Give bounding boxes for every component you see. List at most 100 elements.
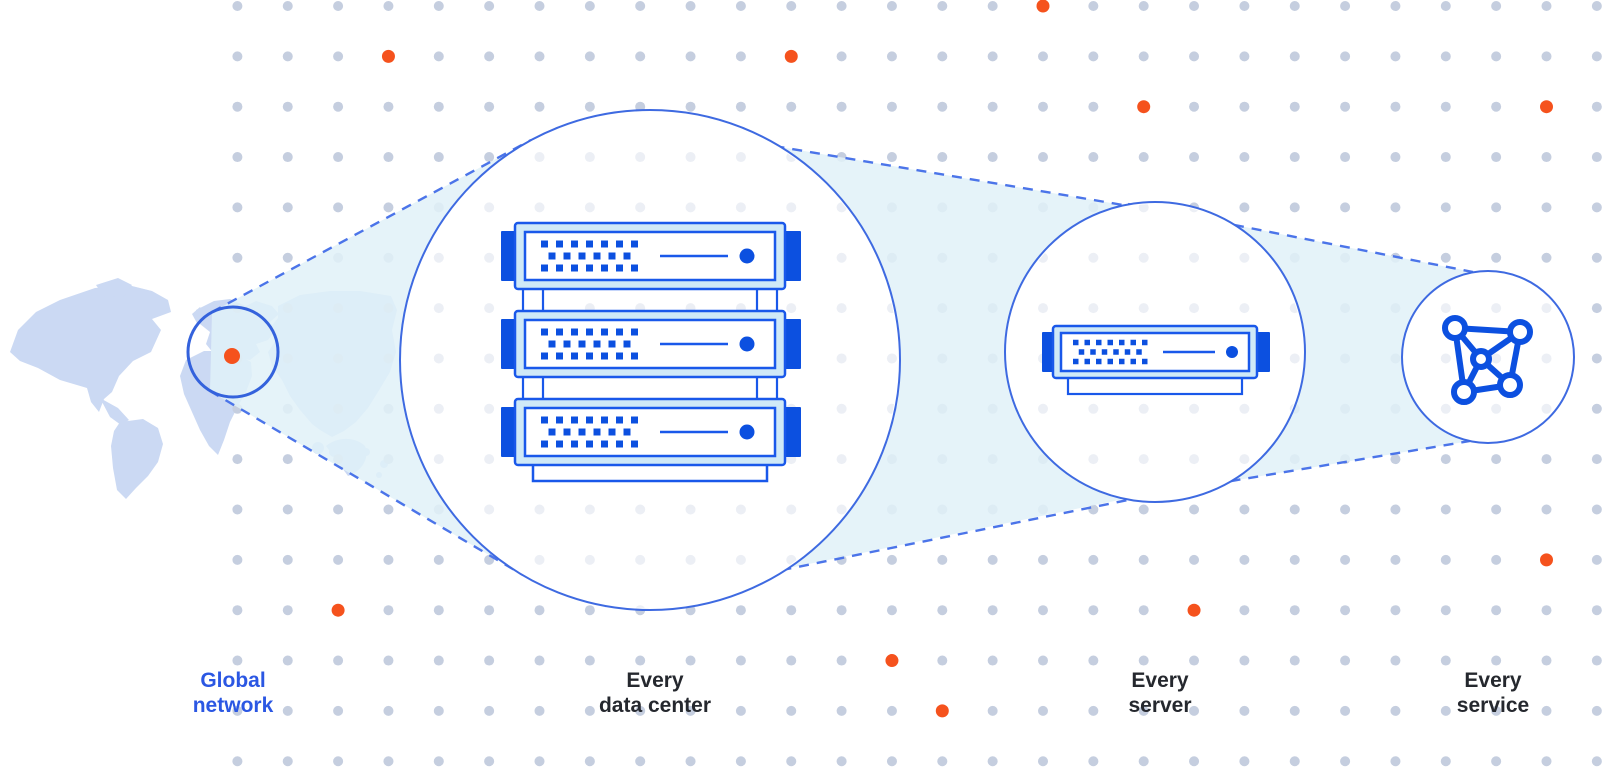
grid-dot bbox=[1440, 655, 1451, 666]
rack-vent-dot bbox=[586, 264, 593, 272]
grid-dot bbox=[1491, 152, 1502, 163]
grid-dot bbox=[282, 554, 293, 565]
grid-dot bbox=[786, 605, 797, 616]
grid-dot bbox=[1491, 353, 1502, 364]
grid-dot bbox=[836, 303, 847, 314]
grid-dot bbox=[987, 1, 998, 11]
grid-dot bbox=[1491, 655, 1502, 666]
rack-vent-dot bbox=[601, 240, 608, 248]
grid-dot bbox=[937, 152, 948, 163]
grid-dot bbox=[1138, 504, 1149, 515]
grid-dot bbox=[937, 605, 948, 616]
grid-dot bbox=[685, 101, 696, 112]
grid-dot bbox=[1189, 554, 1200, 565]
grid-dot bbox=[333, 504, 344, 515]
rack-vent-dot bbox=[1096, 339, 1102, 346]
grid-dot bbox=[1491, 303, 1502, 314]
grid-dot bbox=[735, 202, 746, 213]
grid-dot bbox=[635, 756, 646, 767]
rack-side-tab bbox=[783, 319, 801, 369]
grid-dot bbox=[1138, 605, 1149, 616]
grid-dot bbox=[1289, 101, 1300, 112]
grid-dot bbox=[886, 101, 897, 112]
grid-dot bbox=[1440, 353, 1451, 364]
grid-dot bbox=[1239, 303, 1250, 314]
grid-dot bbox=[534, 504, 545, 515]
grid-dot bbox=[1390, 605, 1401, 616]
grid-dot bbox=[484, 252, 495, 263]
grid-dot bbox=[937, 554, 948, 565]
rack-vent-dot bbox=[631, 264, 638, 272]
grid-dot bbox=[1340, 101, 1351, 112]
rack-vent-dot bbox=[571, 352, 578, 360]
rack-vent-dot bbox=[586, 328, 593, 336]
grid-dot bbox=[1440, 504, 1451, 515]
grid-dot bbox=[1591, 605, 1602, 616]
label-line: data center bbox=[598, 694, 712, 717]
grid-dot bbox=[1289, 655, 1300, 666]
grid-dot bbox=[1189, 756, 1200, 767]
rack-vent-dot bbox=[578, 252, 586, 260]
rack-vent-dot bbox=[601, 264, 608, 272]
grid-dot bbox=[1591, 1, 1602, 11]
grid-dot bbox=[584, 152, 595, 163]
grid-dot bbox=[1390, 756, 1401, 767]
grid-dot bbox=[484, 605, 495, 616]
grid-dot bbox=[1440, 705, 1451, 716]
rack-vent-dot bbox=[556, 264, 563, 272]
rack-vent-dot bbox=[556, 440, 563, 448]
grid-dot bbox=[635, 202, 646, 213]
accent-orange-dot bbox=[935, 704, 949, 718]
grid-dot bbox=[735, 504, 746, 515]
grid-dot bbox=[1541, 504, 1552, 515]
grid-dot bbox=[484, 353, 495, 364]
rack-vent-dot bbox=[541, 240, 548, 248]
grid-dot bbox=[1189, 303, 1200, 314]
grid-dot bbox=[534, 655, 545, 666]
grid-dot bbox=[685, 756, 696, 767]
label-every-service: Every service bbox=[1373, 668, 1613, 718]
grid-dot bbox=[232, 605, 243, 616]
rack-vent-dot bbox=[571, 264, 578, 272]
grid-dot bbox=[735, 655, 746, 666]
grid-dot bbox=[1340, 51, 1351, 62]
grid-dot bbox=[1440, 554, 1451, 565]
globe-highlight bbox=[186, 305, 280, 399]
grid-dot bbox=[1491, 756, 1502, 767]
rack-vent-dot bbox=[586, 352, 593, 360]
grid-dot bbox=[383, 554, 394, 565]
grid-dot bbox=[1138, 756, 1149, 767]
rack-vent-dot bbox=[623, 428, 631, 436]
rack-vent-dot bbox=[1130, 339, 1136, 346]
grid-dot bbox=[1340, 756, 1351, 767]
accent-orange-dot bbox=[331, 603, 345, 617]
grid-dot bbox=[282, 152, 293, 163]
grid-dot bbox=[836, 454, 847, 465]
rack-vent-dot bbox=[1107, 339, 1113, 346]
grid-dot bbox=[1340, 202, 1351, 213]
grid-dot bbox=[987, 152, 998, 163]
grid-dot bbox=[1239, 756, 1250, 767]
label-every-server: Every server bbox=[1040, 668, 1280, 718]
accent-orange-dot bbox=[784, 49, 798, 63]
grid-dot bbox=[685, 202, 696, 213]
rack-vent-dot bbox=[563, 428, 571, 436]
grid-dot bbox=[1440, 454, 1451, 465]
grid-dot bbox=[333, 202, 344, 213]
grid-dot bbox=[786, 202, 797, 213]
accent-orange-dot bbox=[1137, 100, 1151, 114]
grid-dot bbox=[232, 454, 243, 465]
grid-dot bbox=[1491, 51, 1502, 62]
rack-vent-dot bbox=[1124, 349, 1131, 355]
grid-dot bbox=[232, 1, 243, 11]
grid-dot bbox=[1541, 252, 1552, 263]
grid-dot bbox=[433, 655, 444, 666]
grid-dot bbox=[1289, 554, 1300, 565]
rack-vent-dot bbox=[608, 252, 616, 260]
single-server-rack bbox=[1042, 324, 1270, 396]
grid-dot bbox=[1591, 554, 1602, 565]
grid-dot bbox=[584, 504, 595, 515]
grid-dot bbox=[534, 554, 545, 565]
grid-dot bbox=[1390, 705, 1401, 716]
grid-dot bbox=[1088, 403, 1099, 414]
